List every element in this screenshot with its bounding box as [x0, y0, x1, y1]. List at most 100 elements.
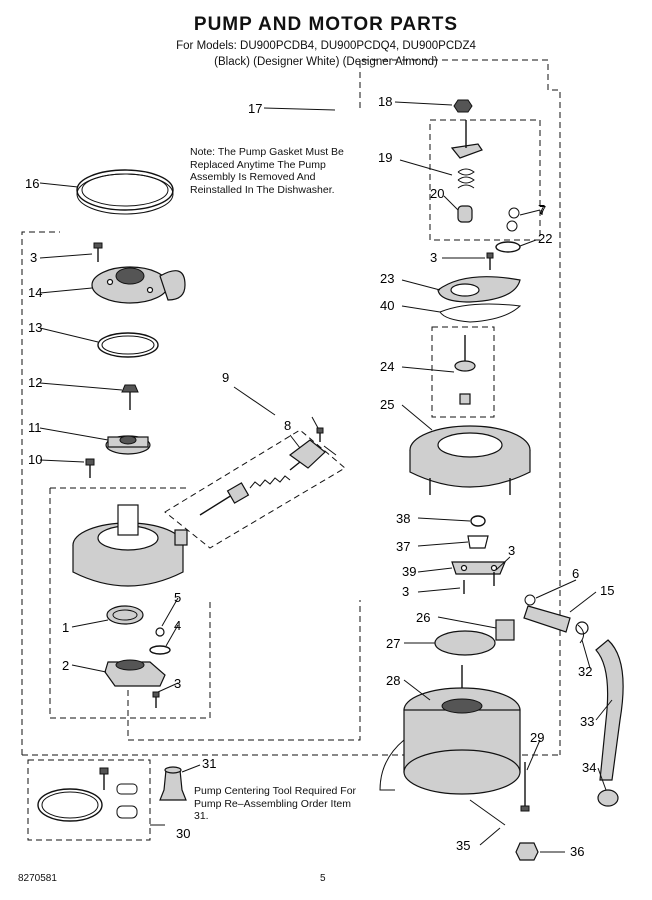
- box-19-20: [429, 119, 541, 241]
- part-4-seal: [149, 645, 171, 655]
- part-14-pump-cover: [91, 266, 186, 304]
- part-9-valve-assembly: [199, 439, 326, 516]
- callout-34: 34: [582, 760, 596, 775]
- callout-3: 3: [508, 543, 515, 558]
- callout-3: 3: [174, 676, 181, 691]
- part-16-pump-gasket: [76, 169, 174, 215]
- part-15-hose-fitting: [523, 605, 589, 635]
- part-12-bolt: [121, 384, 139, 410]
- right-boundary: [359, 59, 561, 560]
- part-34-end-cap: [597, 789, 619, 807]
- callout-29: 29: [530, 730, 544, 745]
- model-list: For Models: DU900PCDB4, DU900PCDQ4, DU90…: [176, 40, 476, 52]
- part-39-plate: [451, 561, 506, 575]
- centering-tool-note: Pump Centering Tool Required For Pump Re…: [194, 785, 357, 822]
- box-24: [431, 326, 495, 418]
- callout-37: 37: [396, 539, 410, 554]
- part-28-motor: [379, 665, 521, 795]
- callout-35: 35: [456, 838, 470, 853]
- left-boundary: [21, 231, 60, 755]
- part-13-ring: [97, 332, 159, 358]
- part-31-centering-tool: [159, 766, 187, 801]
- callout-20: 20: [430, 186, 444, 201]
- part-3-screws-plate: [463, 572, 495, 594]
- callout-8: 8: [284, 418, 291, 433]
- part-1-screen: [106, 605, 144, 625]
- callout-3: 3: [402, 584, 409, 599]
- callout-19: 19: [378, 150, 392, 165]
- part-10-screw: [85, 458, 95, 478]
- callout-10: 10: [28, 452, 42, 467]
- part-22-seal: [495, 241, 521, 253]
- callout-13: 13: [28, 320, 42, 335]
- part-26-clip: [495, 619, 515, 641]
- part-3-screw: [93, 242, 103, 262]
- callout-30: 30: [176, 826, 190, 841]
- part-35-ground: [469, 799, 506, 826]
- part-number: 8270581: [18, 873, 57, 884]
- callout-3: 3: [430, 250, 437, 265]
- part-40-shim: [439, 303, 522, 323]
- part-23-gasket: [437, 276, 521, 303]
- callout-4: 4: [174, 618, 181, 633]
- part-30-seal-kit: [37, 767, 138, 822]
- callout-15: 15: [600, 583, 614, 598]
- callout-16: 16: [25, 176, 39, 191]
- part-3-screw-right: [486, 252, 494, 270]
- callout-33: 33: [580, 714, 594, 729]
- callout-2: 2: [62, 658, 69, 673]
- part-7-rings: [506, 207, 520, 232]
- part-38-ring: [470, 515, 486, 527]
- callout-26: 26: [416, 610, 430, 625]
- pump-gasket-note: Note: The Pump Gasket Must Be Replaced A…: [190, 146, 344, 196]
- callout-25: 25: [380, 397, 394, 412]
- part-18-nut: [453, 99, 473, 113]
- pump-housing: [72, 504, 188, 587]
- part-3-screw-lower: [152, 691, 160, 708]
- callout-5: 5: [174, 590, 181, 605]
- callout-3: 3: [30, 250, 37, 265]
- page-title: PUMP AND MOTOR PARTS: [193, 14, 459, 35]
- box-lower: [127, 600, 361, 741]
- box-pump-housing: [49, 488, 211, 719]
- callout-9: 9: [222, 370, 229, 385]
- part-32-clamp: [577, 624, 584, 644]
- leader-lines: [39, 101, 613, 853]
- part-25-motor-mount: [409, 425, 531, 495]
- part-7-screw-left: [316, 427, 324, 442]
- color-list: (Black) (Designer White) (Designer Almon…: [214, 56, 438, 68]
- part-27-fan-disc: [434, 630, 496, 656]
- box-9: [164, 429, 346, 549]
- part-5-ball: [155, 627, 165, 637]
- callout-40: 40: [380, 298, 394, 313]
- page-number: 5: [320, 873, 326, 884]
- callout-7: 7: [539, 203, 546, 218]
- part-33-hose: [595, 639, 624, 781]
- box-30: [27, 759, 151, 841]
- callout-22: 22: [538, 231, 552, 246]
- part-11-impeller: [105, 435, 151, 455]
- part-2-pump-base: [104, 659, 166, 687]
- part-24-shaft: [454, 335, 476, 405]
- callout-24: 24: [380, 359, 394, 374]
- part-29-screw: [520, 762, 530, 812]
- callout-17: 17: [248, 101, 262, 116]
- part-6-clamp: [524, 594, 536, 606]
- callout-38: 38: [396, 511, 410, 526]
- callout-36: 36: [570, 844, 584, 859]
- callout-27: 27: [386, 636, 400, 651]
- part-20-bushing: [457, 205, 473, 223]
- callout-28: 28: [386, 673, 400, 688]
- callout-18: 18: [378, 94, 392, 109]
- callout-32: 32: [578, 664, 592, 679]
- callout-31: 31: [202, 756, 216, 771]
- callout-14: 14: [28, 285, 42, 300]
- callout-6: 6: [572, 566, 579, 581]
- callout-12: 12: [28, 375, 42, 390]
- part-19-bracket: [450, 120, 483, 189]
- callout-7: 7: [538, 202, 545, 217]
- part-36-nut: [515, 842, 539, 861]
- part-37-coupler: [467, 535, 489, 549]
